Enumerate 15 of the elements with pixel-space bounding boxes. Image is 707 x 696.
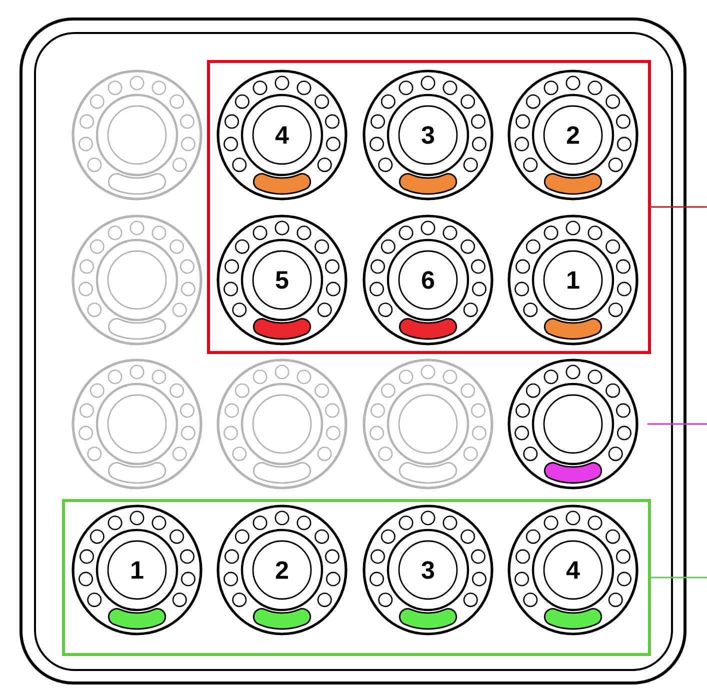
leader-line: [651, 206, 707, 208]
group-frame: [62, 499, 651, 656]
leader-line: [651, 576, 707, 578]
knob: 3: [362, 504, 494, 636]
knob: 2: [508, 70, 638, 200]
group-frame: [207, 60, 651, 354]
knob: 1: [508, 214, 638, 346]
knob: 4: [508, 504, 638, 636]
knob: 4: [216, 70, 348, 200]
knob: 6: [362, 214, 494, 346]
leader-line: [647, 423, 707, 425]
knob: 3: [362, 70, 494, 200]
knob: 2: [216, 504, 348, 636]
knob: 1: [72, 504, 202, 636]
knob: 5: [216, 214, 348, 346]
